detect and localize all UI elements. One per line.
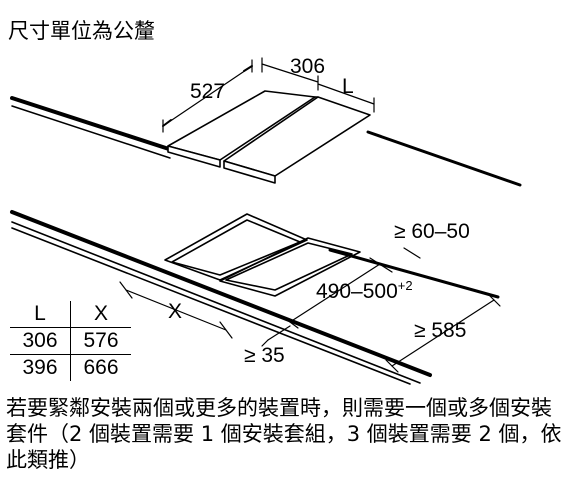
table-row: 396 666 [10,354,131,381]
lower-worktop-edge-back [328,248,500,299]
label-L: L [342,75,354,98]
label-front-min: ≥ 35 [244,344,285,367]
table-header-row: L X [10,301,131,328]
table-cell: 306 [10,327,71,355]
table-cell: 396 [10,354,71,381]
upper-worktop-edge-right [366,130,522,187]
dim-490-500 [281,257,393,329]
label-rear-min: ≥ 585 [414,319,466,342]
dim-X [119,281,233,339]
upper-worktop-edge-left-under [11,105,171,159]
label-X: X [168,300,182,323]
cutouts [164,213,361,297]
lower-worktop-edge-front-under2 [11,227,411,385]
upper-worktop-edge-left [10,96,174,152]
dim-527 [162,59,253,133]
dim-L [317,83,375,113]
table-header-L: L [10,301,71,328]
lower-worktop-edge-front-under [11,221,421,384]
table-cell: 666 [70,354,131,381]
thickness-leader [403,247,421,259]
dim-35 [261,325,291,347]
installation-footnote: 若要緊鄰安裝兩個或更多的裝置時，則需要一個或多個安裝套件（2 個裝置需要 1 個… [6,396,562,472]
dim-585 [385,293,501,373]
table-row: 306 576 [10,327,131,355]
hob-units [167,90,371,184]
unit-note: 尺寸單位為公釐 [8,19,155,43]
table-cell: 576 [70,327,131,355]
label-worktop-thickness: ≥ 60–50 [394,220,470,243]
lower-worktop-edge-front [10,210,432,377]
label-cutout-depth: 490–500+2 [316,278,413,303]
label-306: 306 [290,55,325,78]
dim-306 [261,57,319,91]
label-527: 527 [190,80,225,103]
table-header-X: X [70,301,131,328]
dimension-table: L X 306 576 396 666 [10,301,131,381]
